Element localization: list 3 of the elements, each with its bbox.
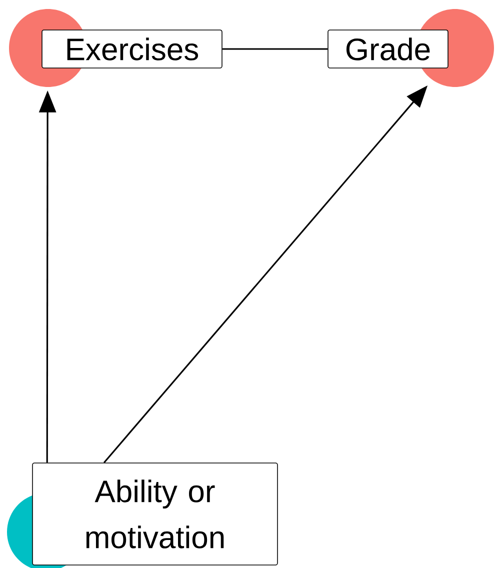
node-label: Ability or motivation — [86, 480, 224, 548]
connector-line — [222, 48, 328, 50]
node-label: Grade — [346, 38, 430, 60]
